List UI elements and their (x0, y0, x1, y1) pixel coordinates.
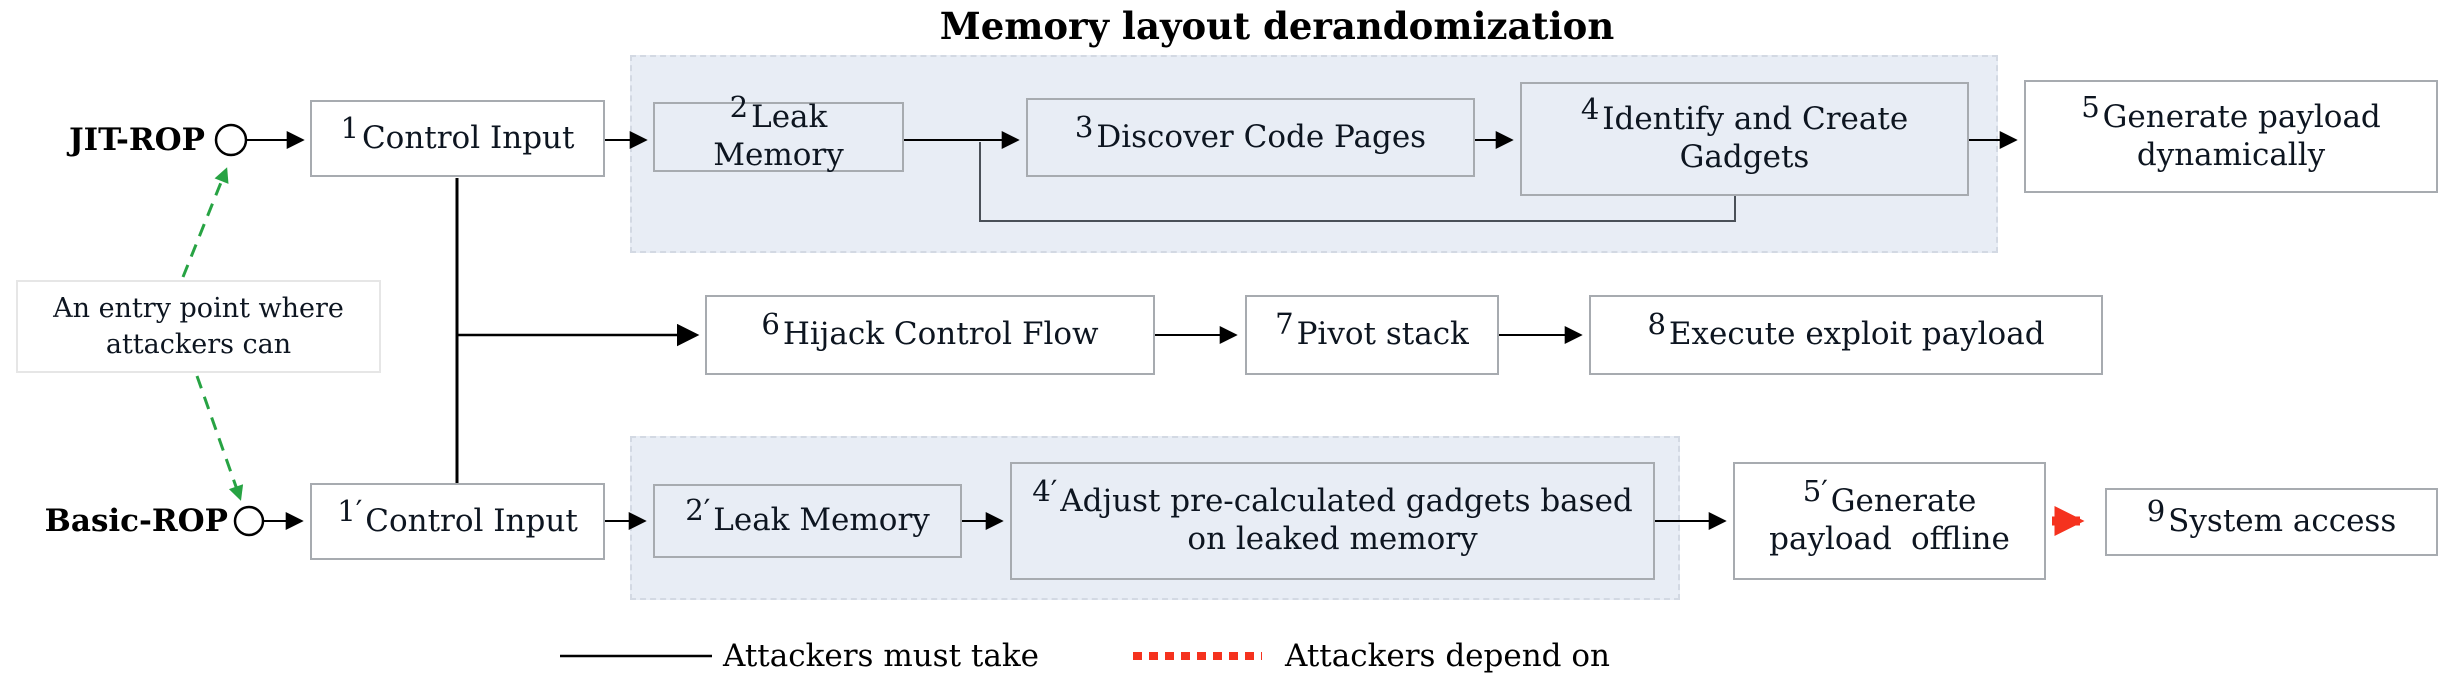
node-4p-adjust-precalculated-gadgets: 4′Adjust pre-calculated gadgets based on… (1010, 462, 1655, 580)
node-7-label: Pivot stack (1296, 316, 1469, 353)
lane-label-jit-rop: JIT-ROP (68, 122, 205, 158)
entry-point-note-line1: An entry point where (53, 293, 344, 325)
node-2-label: Leak Memory (713, 99, 844, 173)
node-1p-number: 1′ (337, 493, 363, 528)
legend-label-attackers-depend-on: Attackers depend on (1285, 638, 1610, 674)
node-7-number: 7 (1275, 307, 1294, 342)
node-2p-label: Leak Memory (713, 502, 930, 539)
node-6-label: Hijack Control Flow (782, 316, 1099, 353)
node-2p-number: 2′ (685, 493, 711, 528)
node-1-control-input: 1Control Input (310, 100, 605, 177)
basicrop-entry-circle (233, 505, 265, 537)
node-7-pivot-stack: 7Pivot stack (1245, 295, 1499, 375)
node-4-number: 4 (1580, 92, 1600, 127)
node-3-number: 3 (1074, 109, 1094, 144)
node-3-label: Discover Code Pages (1096, 118, 1427, 155)
node-2-number: 2 (729, 90, 749, 125)
green-dashed-arrow-to-basicrop-entry (195, 375, 244, 501)
node-8-label: Execute exploit payload (1668, 316, 2045, 353)
lane-label-basic-rop: Basic-ROP (44, 503, 228, 539)
green-dashed-arrow-to-jitrop-entry (181, 167, 229, 278)
node-1-number: 1 (340, 110, 360, 145)
node-1p-label: Control Input (365, 502, 578, 539)
node-9-label: System access (2168, 503, 2397, 540)
legend-label-attackers-must-take: Attackers must take (723, 638, 1039, 674)
node-4-label: Identify and Create Gadgets (1602, 101, 1909, 175)
node-2p-leak-memory: 2′Leak Memory (653, 484, 962, 558)
node-5p-number: 5′ (1802, 474, 1828, 509)
node-5p-label: Generate payload offline (1769, 483, 2010, 557)
node-3-discover-code-pages: 3Discover Code Pages (1026, 98, 1475, 177)
node-6-number: 6 (761, 307, 780, 342)
node-5-generate-payload-dynamically: 5Generate payload dynamically (2024, 80, 2438, 193)
diagram-title: Memory layout derandomization (939, 4, 1615, 48)
node-4p-number: 4′ (1032, 474, 1058, 509)
node-1p-control-input: 1′Control Input (310, 483, 605, 560)
node-5-number: 5 (2081, 89, 2100, 124)
node-1-label: Control Input (361, 119, 575, 156)
node-4p-label: Adjust pre-calculated gadgets based on l… (1060, 483, 1633, 557)
node-5p-generate-payload-offline: 5′Generate payload offline (1733, 462, 2046, 580)
node-5-label: Generate payload dynamically (2102, 98, 2381, 173)
node-4-identify-create-gadgets: 4Identify and Create Gadgets (1520, 82, 1969, 196)
entry-point-note-line2: attackers can (105, 328, 292, 360)
node-8-execute-exploit-payload: 8Execute exploit payload (1589, 295, 2103, 375)
node-6-hijack-control-flow: 6Hijack Control Flow (705, 295, 1155, 375)
node-2-leak-memory: 2Leak Memory (653, 90, 904, 173)
jitrop-entry-circle (214, 123, 248, 157)
node-9-number: 9 (2146, 494, 2166, 529)
entry-point-note: An entry point where attackers can (16, 280, 381, 373)
node-9-system-access: 9System access (2105, 488, 2438, 556)
node-8-number: 8 (1647, 307, 1666, 342)
